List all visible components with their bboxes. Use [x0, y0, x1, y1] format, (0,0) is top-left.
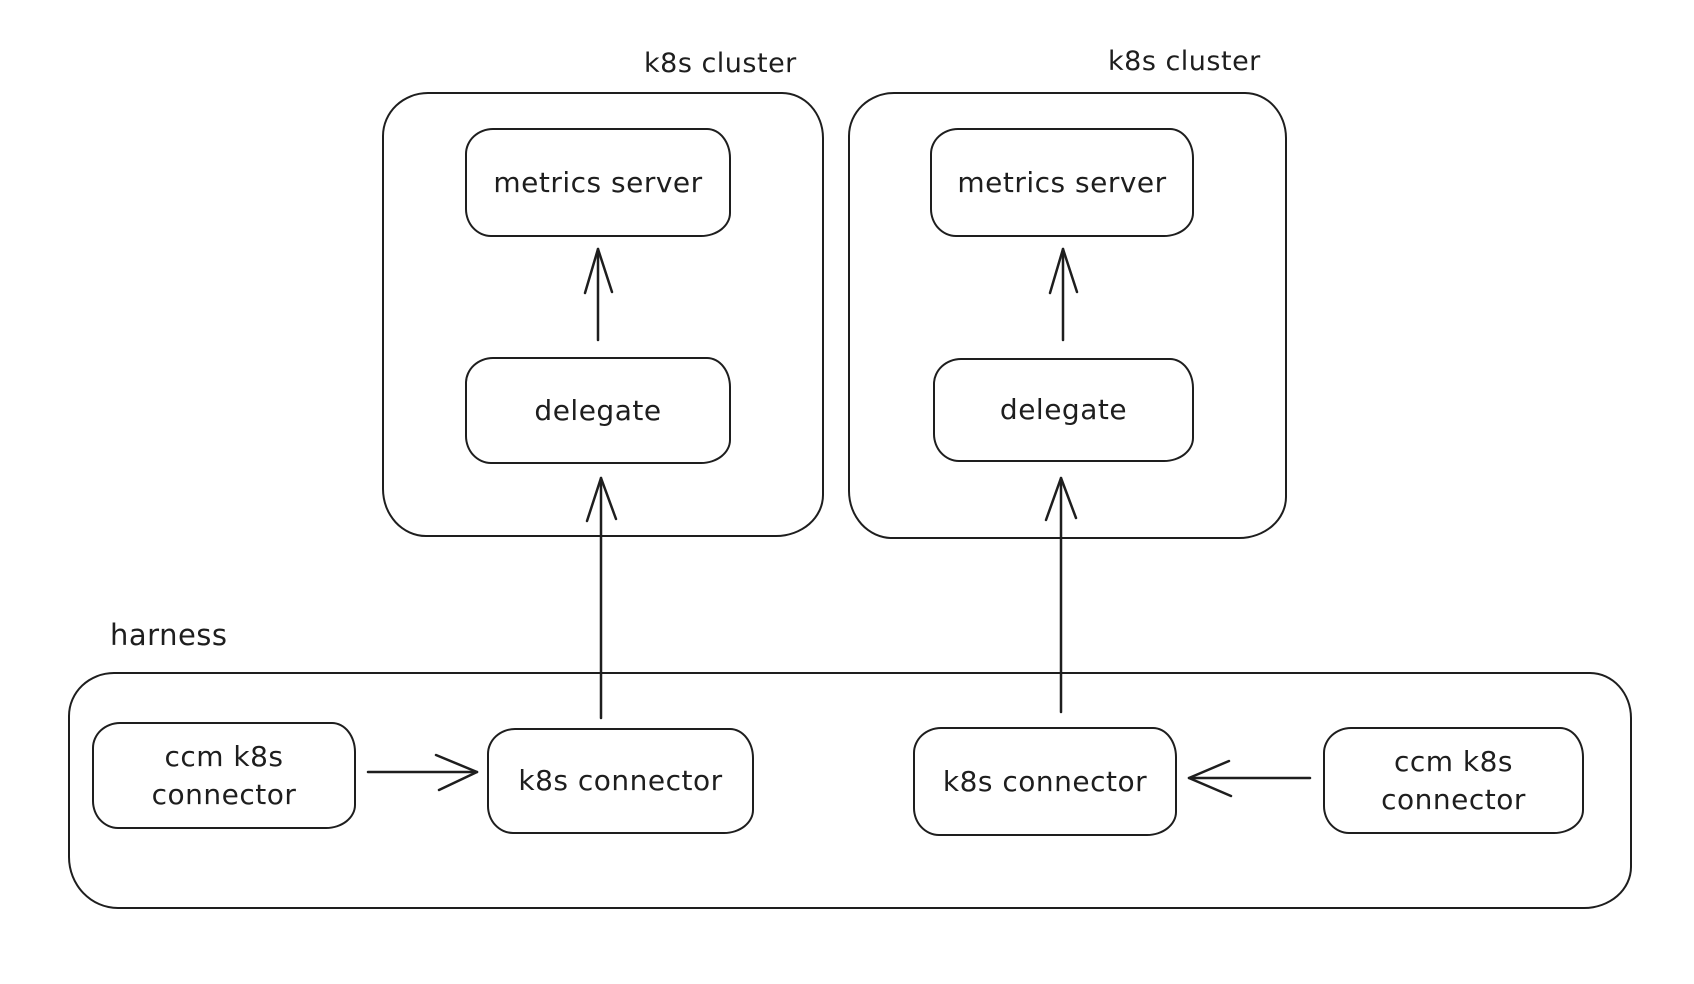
harness-label: harness [110, 618, 228, 652]
harness-box: ccm k8s connector k8s connector k8s conn… [68, 672, 1632, 909]
k8s-cluster-box-right: metrics server delegate [848, 92, 1287, 539]
ccm-k8s-connector-node-left: ccm k8s connector [92, 722, 356, 829]
k8s-cluster-label-right: k8s cluster [1108, 46, 1261, 77]
k8s-cluster-box-left: metrics server delegate [382, 92, 824, 537]
delegate-node-left: delegate [465, 357, 731, 464]
ccm-k8s-connector-node-right: ccm k8s connector [1323, 727, 1584, 834]
metrics-server-node-right: metrics server [930, 128, 1194, 237]
metrics-server-node-left: metrics server [465, 128, 731, 237]
delegate-node-right: delegate [933, 358, 1194, 462]
k8s-connector-node-right: k8s connector [913, 727, 1177, 836]
k8s-connector-node-left: k8s connector [487, 728, 754, 834]
k8s-cluster-label-left: k8s cluster [644, 48, 797, 79]
